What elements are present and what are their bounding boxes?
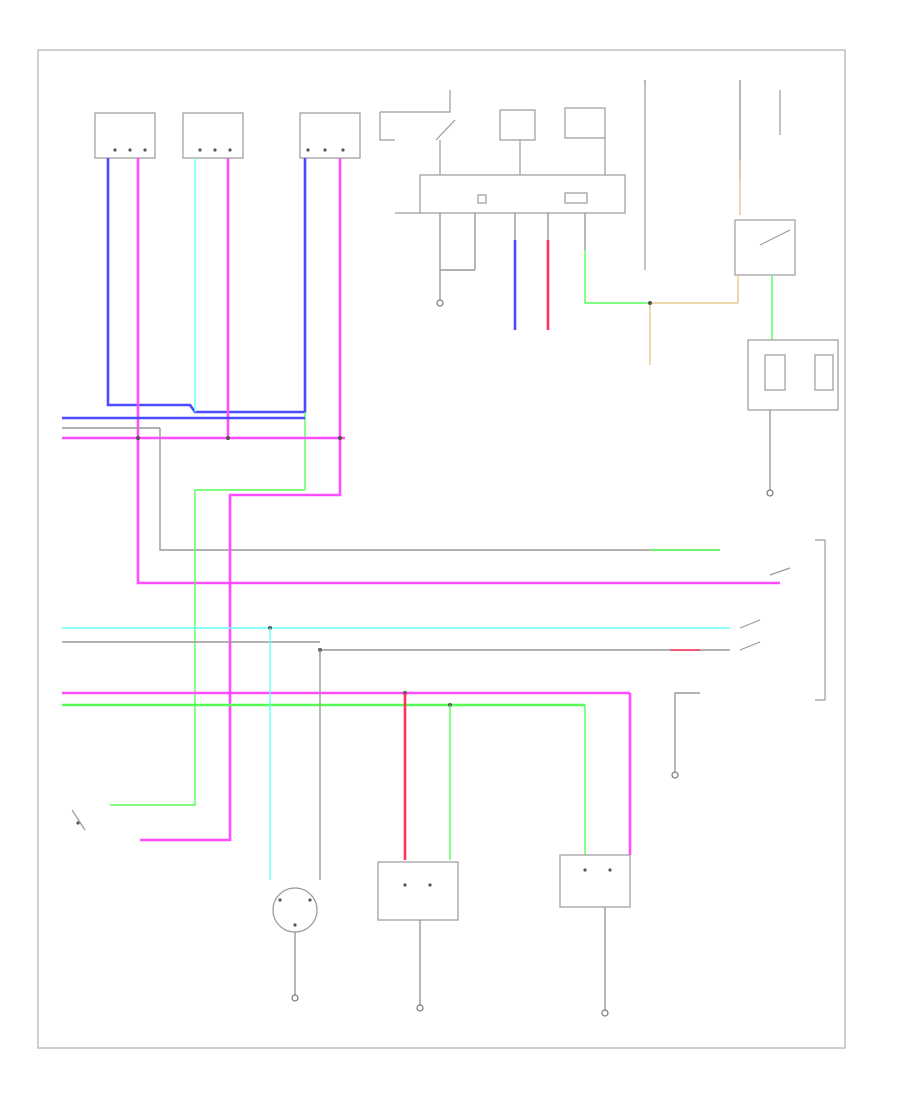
diagram-frame bbox=[37, 49, 846, 1049]
control-module bbox=[419, 174, 626, 214]
component-box-right bbox=[747, 339, 839, 497]
ground-symbol bbox=[436, 299, 444, 307]
sensor-box-3 bbox=[299, 112, 361, 159]
module-lower-right bbox=[559, 854, 631, 1017]
switch-cluster-lower-left bbox=[272, 887, 318, 1002]
component-lower-left bbox=[71, 809, 86, 831]
switch-assembly bbox=[379, 85, 646, 270]
connector-dot bbox=[648, 301, 652, 305]
relay-top-right bbox=[734, 80, 796, 340]
sensor-box-2 bbox=[182, 112, 244, 159]
module-lower-middle bbox=[377, 861, 459, 1012]
sensor-box-1 bbox=[94, 112, 156, 159]
switch-group-right bbox=[671, 539, 826, 779]
